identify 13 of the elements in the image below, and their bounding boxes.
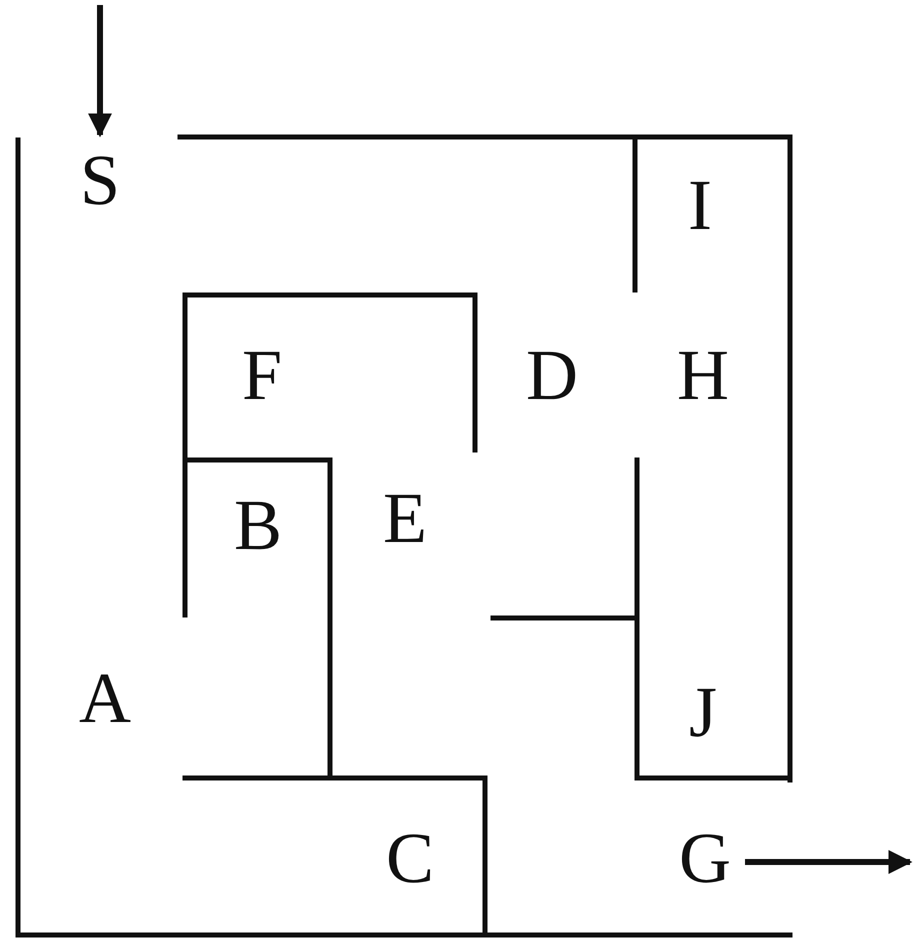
letter-label: S (80, 144, 120, 216)
letter-label: H (677, 339, 729, 411)
arrow (88, 5, 112, 138)
letter-label: J (688, 676, 718, 748)
letter-label: B (234, 489, 282, 561)
letter-label: G (679, 822, 731, 894)
letter-label: I (688, 169, 712, 241)
letter-label: A (79, 662, 131, 734)
letter-label: D (526, 339, 578, 411)
letter-label: E (383, 482, 427, 554)
letter-label: F (242, 339, 282, 411)
arrow (745, 850, 912, 874)
letter-label: C (386, 822, 434, 894)
